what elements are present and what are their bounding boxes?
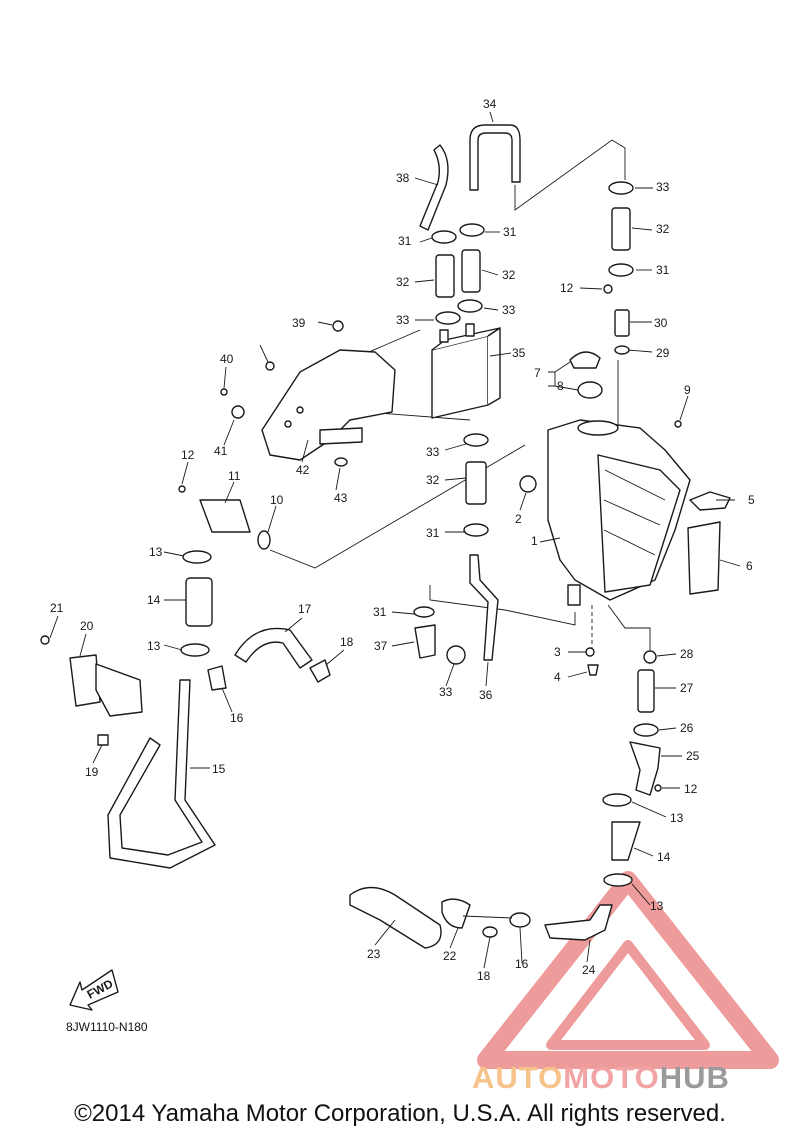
part-label: 31 [656, 263, 670, 277]
part-label: 16 [515, 957, 529, 971]
part-label: 33 [426, 445, 440, 459]
part-label: 33 [502, 303, 516, 317]
part-label: 21 [50, 601, 64, 615]
part-label: 28 [680, 647, 694, 661]
part-label: 32 [426, 473, 440, 487]
part-label: 10 [270, 493, 284, 507]
part-label: 43 [334, 491, 348, 505]
part-label: 13 [147, 639, 161, 653]
part-label: 18 [477, 969, 491, 983]
part-label: 27 [680, 681, 694, 695]
part-label: 31 [426, 526, 440, 540]
diagram-code: 8JW1110-N180 [66, 1020, 148, 1034]
canister [431, 323, 501, 419]
part-label: 36 [479, 688, 493, 702]
part-label: 32 [396, 275, 410, 289]
watermark-part-moto: MOTO [563, 1060, 660, 1095]
oil-tank [547, 419, 691, 606]
part-label: 24 [582, 963, 596, 977]
part-label: 41 [214, 444, 228, 458]
part-label: 17 [298, 602, 312, 616]
part-label: 29 [656, 346, 670, 360]
part-label: 39 [292, 316, 306, 330]
part-label: 3 [554, 645, 561, 659]
part-label: 19 [85, 765, 99, 779]
part-labels: 1 2 3 4 5 6 7 8 9 10 11 12 13 14 15 16 1… [50, 97, 755, 983]
part-label: 34 [483, 97, 497, 111]
part-label: 20 [80, 619, 94, 633]
part-label: 9 [684, 383, 691, 397]
part-label: 14 [657, 850, 671, 864]
part-label: 33 [439, 685, 453, 699]
part-label: 22 [443, 949, 457, 963]
part-label: 18 [340, 635, 354, 649]
watermark-logo: AUTOMOTOHUB [472, 1060, 730, 1096]
part-label: 15 [212, 762, 226, 776]
part-label: 13 [650, 899, 664, 913]
part-label: 35 [512, 346, 526, 360]
part-label: 7 [534, 366, 541, 380]
part-label: 37 [374, 639, 388, 653]
part-label: 42 [296, 463, 310, 477]
bracket [261, 349, 396, 461]
part-label: 12 [560, 281, 574, 295]
watermark-triangle-icon [477, 871, 779, 1069]
part-label: 16 [230, 711, 244, 725]
copyright-footer: ©2014 Yamaha Motor Corporation, U.S.A. A… [74, 1100, 726, 1127]
part-label: 23 [367, 947, 381, 961]
part-label: 14 [147, 593, 161, 607]
part-label: 31 [503, 225, 517, 239]
fwd-arrow-icon: FWD [69, 969, 119, 1011]
part-label: 8 [557, 379, 564, 393]
part-label: 32 [502, 268, 516, 282]
part-label: 33 [396, 313, 410, 327]
part-label: 13 [670, 811, 684, 825]
part-label: 4 [554, 670, 561, 684]
part-label: 38 [396, 171, 410, 185]
label-leaders [49, 111, 741, 969]
part-label: 33 [656, 180, 670, 194]
part-label: 30 [654, 316, 668, 330]
watermark-part-hub: HUB [659, 1060, 730, 1095]
part-label: 25 [686, 749, 700, 763]
part-label: 31 [373, 605, 387, 619]
part-label: 11 [228, 469, 241, 483]
part-label: 26 [680, 721, 694, 735]
part-label: 2 [515, 512, 522, 526]
part-label: 13 [149, 545, 163, 559]
small-parts [40, 181, 731, 938]
part-label: 1 [531, 534, 538, 548]
part-label: 31 [398, 234, 412, 248]
hoses [107, 124, 641, 949]
part-label: 32 [656, 222, 670, 236]
part-label: 5 [748, 493, 755, 507]
part-label: 6 [746, 559, 753, 573]
part-label: 12 [181, 448, 195, 462]
watermark-part-auto: AUTO [472, 1060, 564, 1095]
part-label: 40 [220, 352, 234, 366]
part-label: 12 [684, 782, 698, 796]
